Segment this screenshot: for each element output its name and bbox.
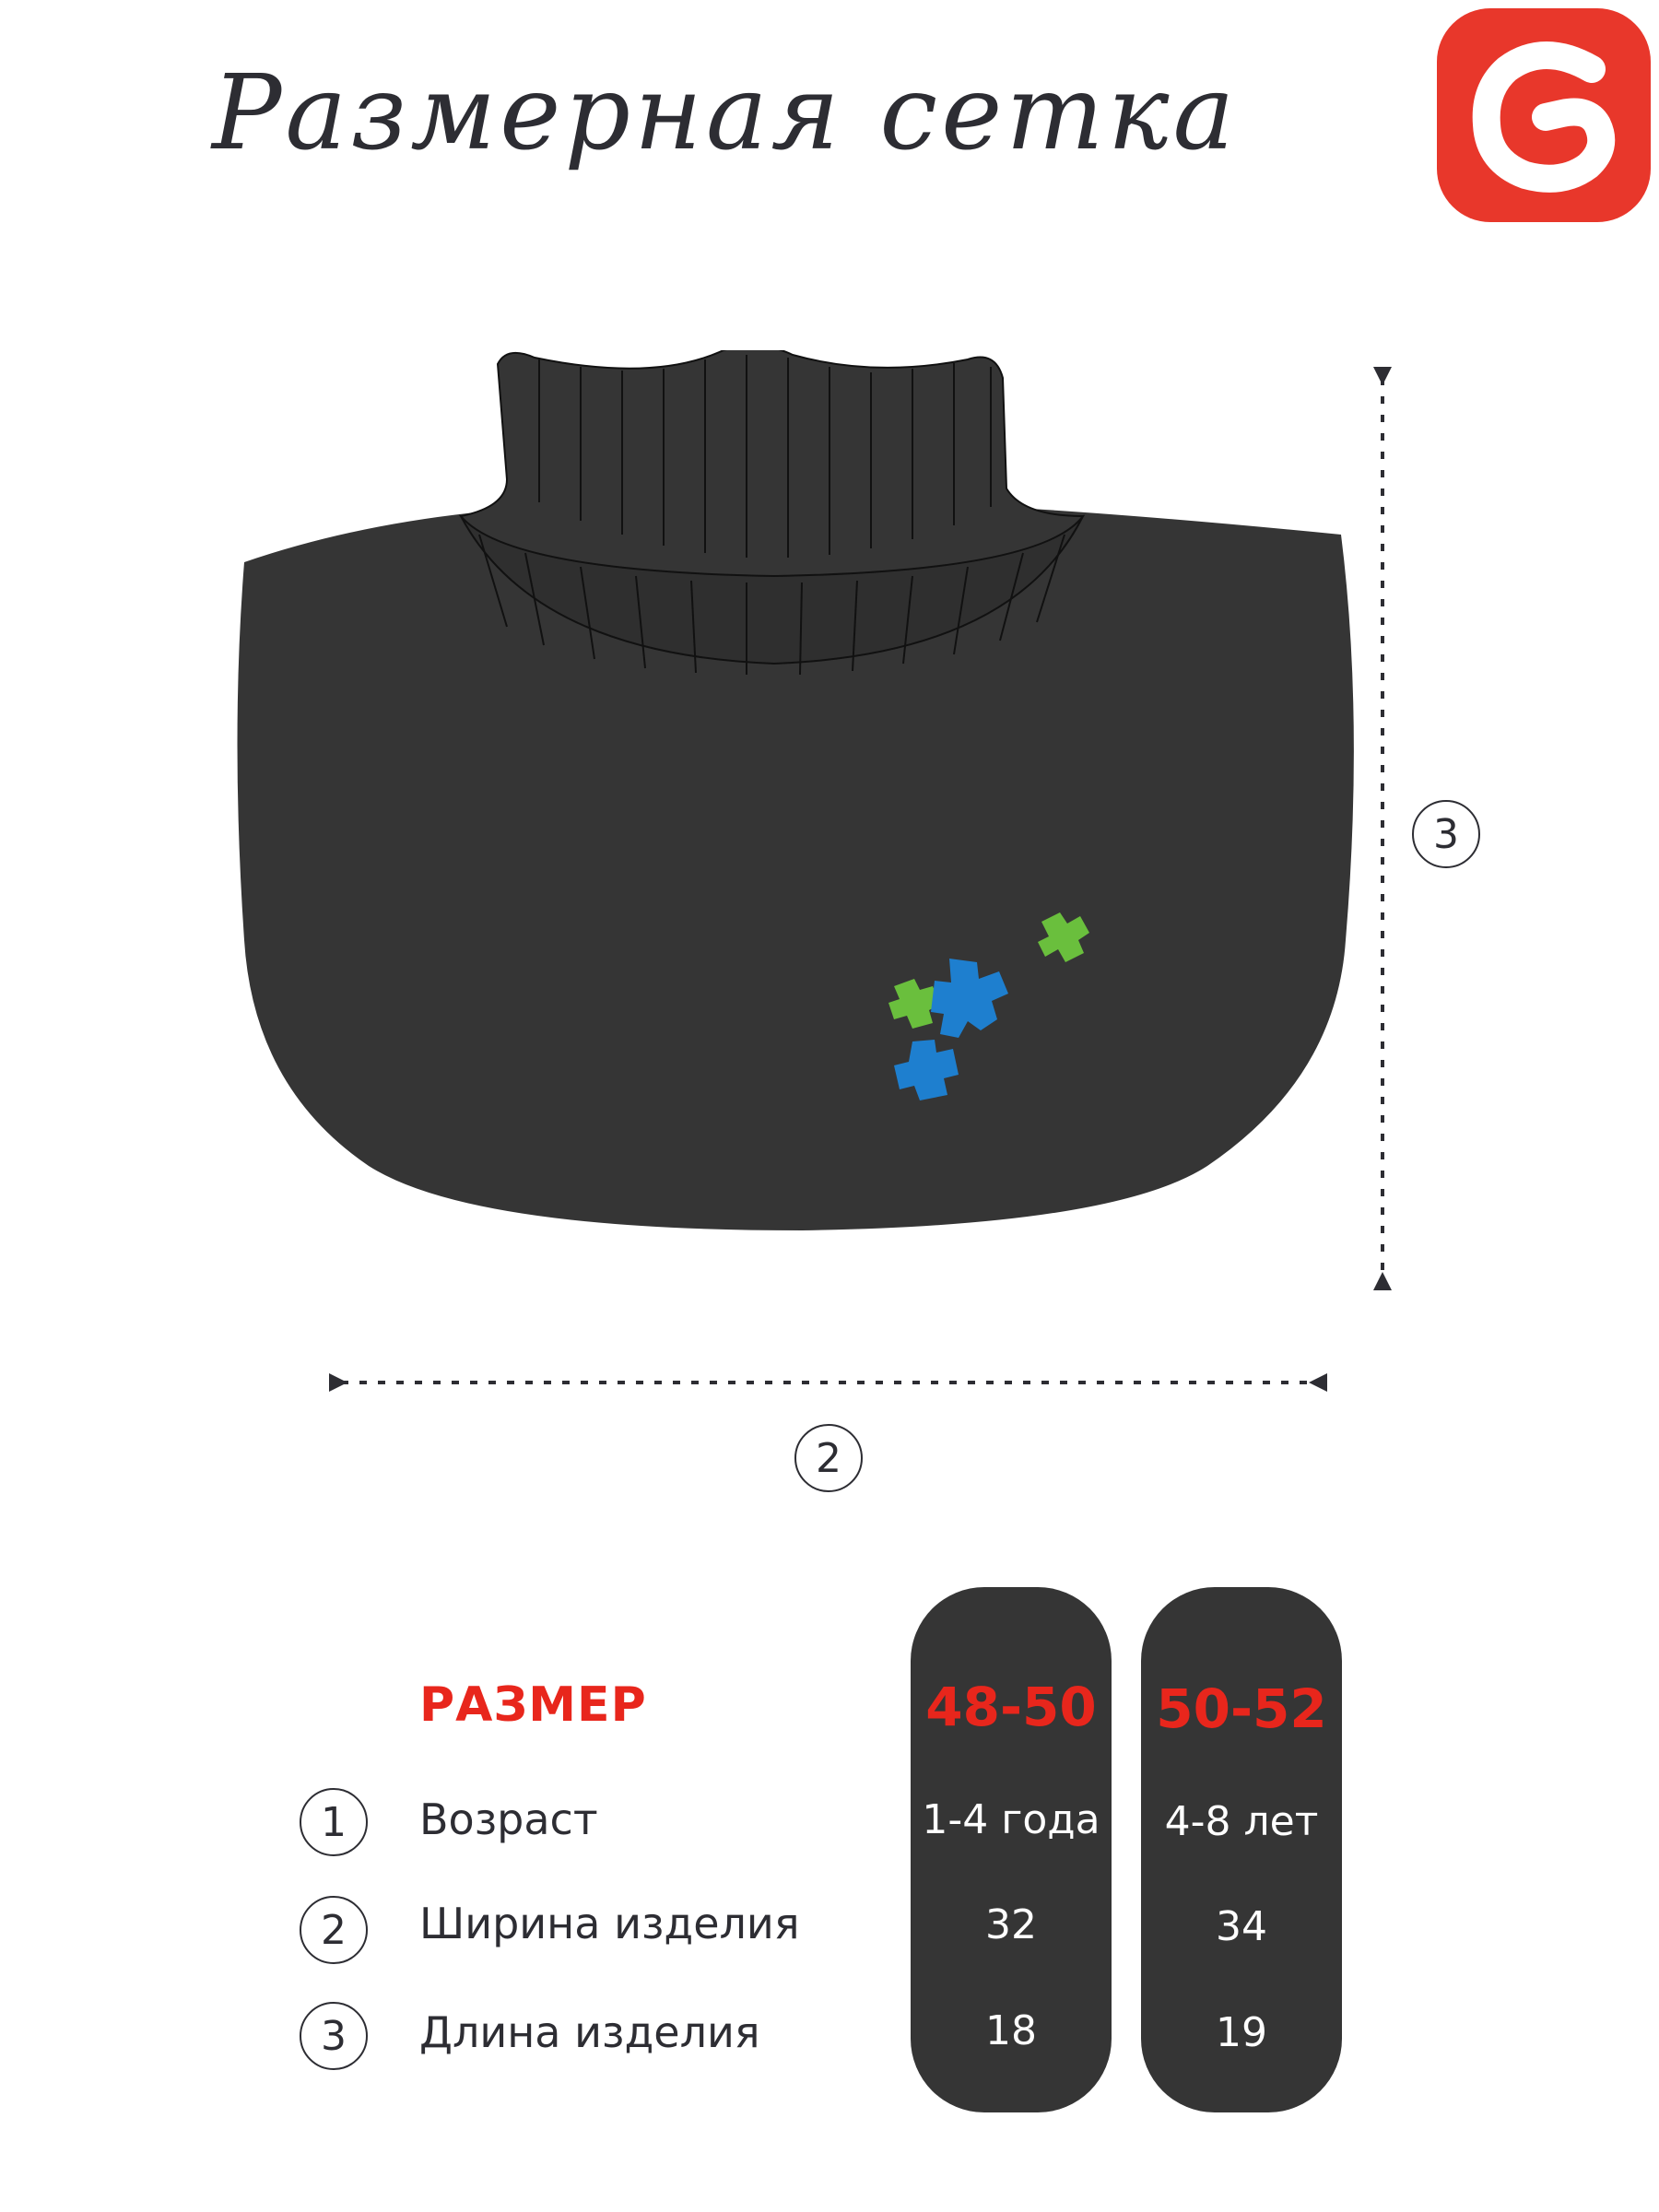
age-value: 4-8 лет [1164, 1798, 1319, 1845]
garment-illustration [237, 350, 1354, 1230]
length-value: 19 [1216, 2009, 1267, 2056]
dimension-marker-length: 3 [1412, 800, 1480, 868]
width-value: 32 [985, 1901, 1037, 1948]
age-value: 1-4 года [922, 1796, 1100, 1843]
row-number: 3 [300, 2002, 368, 2070]
size-value: 48-50 [925, 1676, 1097, 1738]
size-column-50-52: 50-52 4-8 лет 34 19 [1141, 1587, 1342, 2112]
size-value: 50-52 [1156, 1677, 1327, 1740]
row-number: 1 [300, 1788, 368, 1856]
puzzle-patch-blue [894, 959, 1008, 1100]
puzzle-patch [888, 912, 1089, 1029]
row-label-age: Возраст [419, 1794, 598, 1844]
width-value: 34 [1216, 1903, 1267, 1950]
row-number: 2 [300, 1896, 368, 1964]
row-label-width: Ширина изделия [419, 1899, 800, 1948]
page-title: Размерная сетка [212, 53, 1239, 173]
brand-logo [1437, 8, 1651, 222]
dimension-lines [329, 367, 1392, 1392]
size-header: РАЗМЕР [419, 1677, 647, 1733]
row-label-length: Длина изделия [419, 2007, 760, 2057]
length-value: 18 [985, 2007, 1037, 2054]
size-column-48-50: 48-50 1-4 года 32 18 [911, 1587, 1112, 2112]
dimension-marker-width: 2 [794, 1424, 863, 1492]
